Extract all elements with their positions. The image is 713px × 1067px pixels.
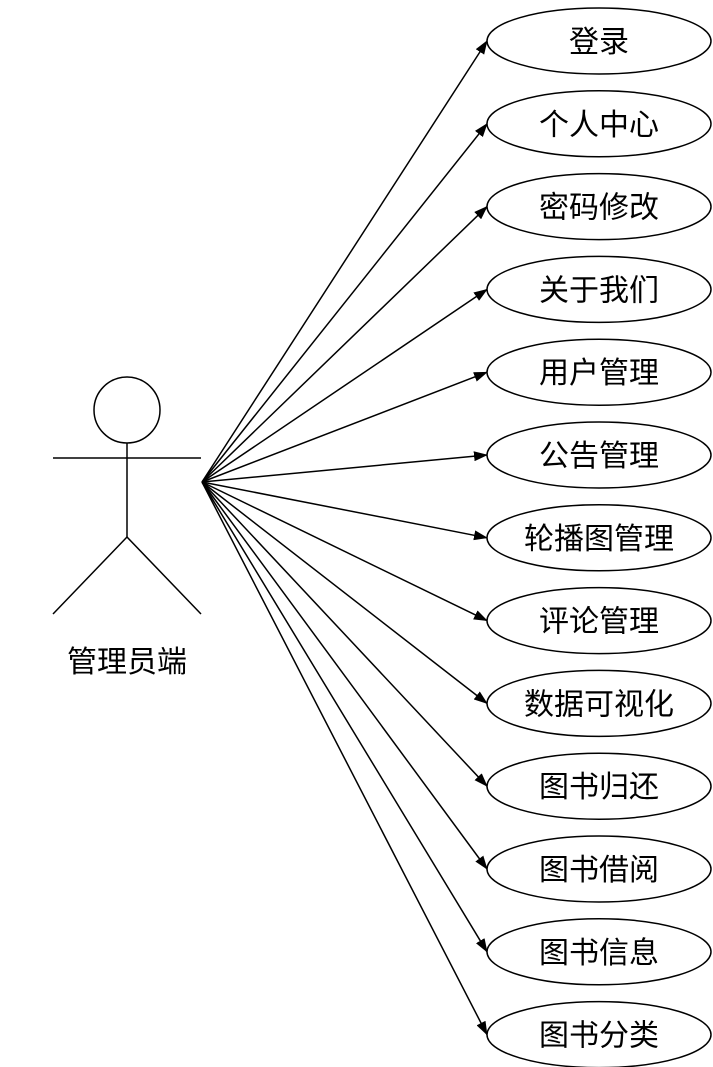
association-login (201, 40, 488, 483)
association-book-category (201, 481, 488, 1036)
use-case-label: 登录 (569, 25, 629, 60)
use-case-book-return: 图书归还 (486, 752, 712, 820)
association-about-us (201, 288, 488, 483)
use-case-book-borrow: 图书借阅 (486, 835, 712, 903)
stick-figure-icon (52, 376, 202, 615)
use-case-label: 密码修改 (539, 191, 659, 226)
use-case-book-info: 图书信息 (486, 918, 712, 986)
use-case-label: 个人中心 (539, 108, 659, 143)
use-case-label: 评论管理 (539, 605, 659, 640)
use-case-ellipse (486, 172, 712, 241)
use-case-ellipse (486, 669, 712, 738)
association-user-management (201, 371, 488, 483)
associations (201, 40, 488, 1036)
use-case-ellipse (486, 752, 712, 820)
use-case-ellipse (486, 586, 712, 655)
association-book-return (201, 481, 488, 787)
use-case-personal-center: 个人中心 (486, 90, 712, 158)
use-case-user-management: 用户管理 (486, 338, 712, 406)
actor-left-leg (52, 536, 128, 615)
use-case-announcement-management: 公告管理 (486, 421, 712, 489)
use-case-password-change: 密码修改 (486, 172, 712, 241)
use-case-about-us: 关于我们 (486, 255, 712, 324)
actor-label: 管理员端 (67, 645, 187, 680)
use-case-label: 图书分类 (539, 1019, 659, 1054)
use-case-label: 图书信息 (539, 936, 659, 971)
association-personal-center (201, 123, 488, 483)
use-case-label: 图书借阅 (539, 853, 659, 888)
use-case-ellipse (486, 255, 712, 324)
use-case-ellipse (486, 7, 712, 75)
use-case-ellipse (486, 421, 712, 489)
use-case-label: 公告管理 (539, 439, 659, 474)
use-case-ellipse (486, 835, 712, 903)
association-book-info (201, 481, 488, 953)
association-announcement-management (201, 451, 488, 483)
use-case-comment-management: 评论管理 (486, 586, 712, 655)
use-case-login: 登录 (486, 7, 712, 75)
use-case-ellipse (486, 90, 712, 158)
actor-right-leg (126, 536, 202, 615)
use-case-book-category: 图书分类 (486, 1000, 712, 1067)
use-case-label: 数据可视化 (524, 687, 674, 722)
association-data-visualization (201, 481, 488, 705)
actor-head (93, 376, 161, 444)
use-case-label: 图书归还 (539, 770, 659, 805)
association-book-borrow (201, 481, 488, 870)
use-case-ellipse (486, 918, 712, 986)
actor: 管理员端 (52, 376, 202, 680)
use-cases: 登录个人中心密码修改关于我们用户管理公告管理轮播图管理评论管理数据可视化图书归还… (486, 7, 712, 1067)
use-case-label: 用户管理 (539, 356, 659, 391)
use-case-label: 轮播图管理 (524, 522, 674, 557)
use-case-ellipse (486, 504, 712, 572)
use-case-label: 关于我们 (539, 273, 659, 308)
association-password-change (201, 205, 488, 483)
use-case-carousel-management: 轮播图管理 (486, 504, 712, 572)
use-case-ellipse (486, 338, 712, 406)
use-case-data-visualization: 数据可视化 (486, 669, 712, 738)
association-comment-management (201, 481, 488, 622)
use-case-ellipse (486, 1000, 712, 1067)
association-carousel-management (201, 481, 488, 541)
